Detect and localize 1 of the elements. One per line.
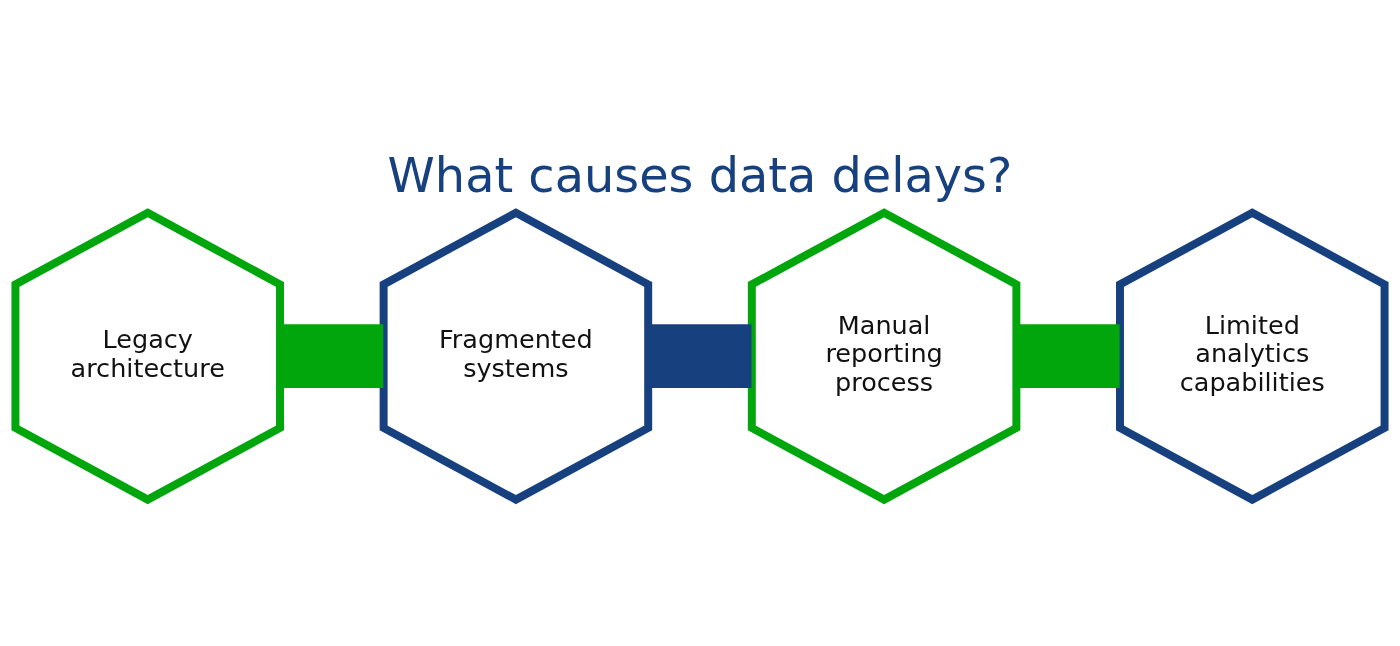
diagram-title: What causes data delays? [387, 147, 1013, 203]
